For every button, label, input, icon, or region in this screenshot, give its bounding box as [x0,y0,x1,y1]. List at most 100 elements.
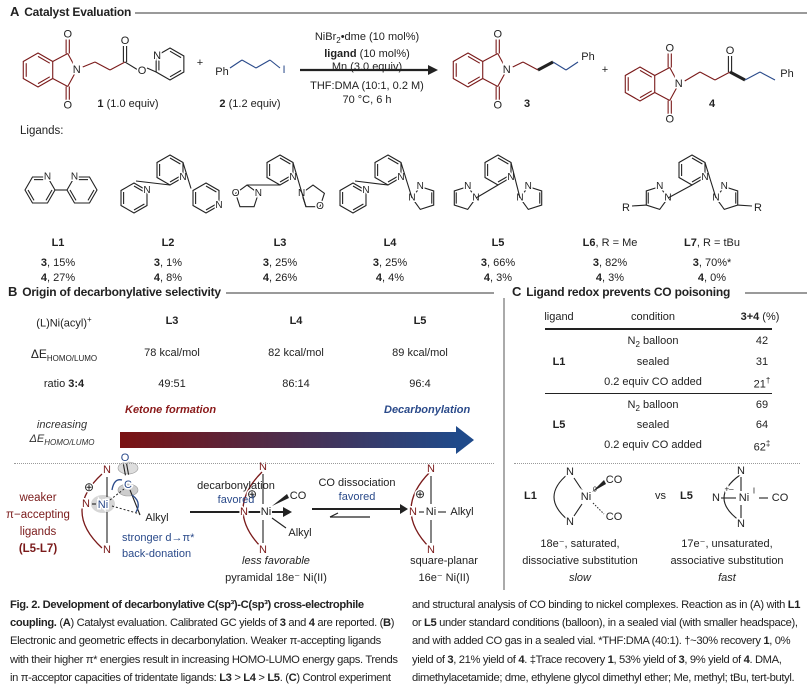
dotted-separator [514,463,800,464]
bond [482,53,498,62]
atom-label: N [675,78,683,90]
bond [292,162,307,207]
bond [67,53,78,71]
bond [169,69,182,78]
yield-value: 27% [53,272,76,284]
electron-arrow [111,479,123,491]
bond [27,189,35,201]
desc-line: pyramidal 18e⁻ Ni(II) [225,572,327,584]
caption-segment: , 53% yield of [613,653,679,666]
catalyst-text: •dme (10 mol%) [340,31,420,43]
d-orbital-lobe [91,495,115,513]
desc-line: less favorable [242,555,310,567]
bond [497,157,509,165]
bond [669,67,680,85]
bond [522,61,539,71]
bond [704,162,717,199]
desc-line: square-planar [410,555,478,567]
compound-ref: 3 [40,256,47,269]
bond [744,71,761,81]
yield-cell: 42 [756,335,768,347]
ligand-backbone [81,473,103,549]
yield-3: 3, 25% [372,256,408,269]
yield-3: 3, 66% [480,256,516,269]
atom-label: O [665,114,674,126]
bond [109,61,126,71]
col-header-ligand: ligand [544,311,574,323]
atom-label: N [408,193,415,204]
table-rule [545,328,772,330]
vs-label: vs [655,490,666,502]
compound-ref: 3 [480,256,487,269]
atom-label: O [63,100,72,112]
atom-label: N [362,185,369,196]
condition-text: sealed [636,356,670,368]
bond [229,59,243,69]
charge-icon: ⊕ [84,480,94,494]
ring [22,52,54,88]
atom-label: N [103,464,111,476]
catalyst-text: NiBr [314,31,337,43]
atom-label: N [464,181,471,192]
ligand-backbone [410,471,431,549]
ratio-bold: 3:4 [68,378,85,390]
ligand-name: L7, R = tBu [684,236,740,252]
condition-text: sealed [636,419,670,431]
atom-label: Alkyl [288,527,311,539]
yield-3: 3, 70%* [692,256,732,269]
ring [453,185,477,211]
bond [354,180,389,186]
caption-segment: L1 [787,599,801,611]
bond [45,189,53,201]
yield-value: 21 [753,378,766,391]
step-label: CO dissociation [318,477,396,489]
footnote-mark: ‡ [765,439,771,448]
ring [374,154,402,186]
ring [156,154,184,186]
bond [37,55,51,64]
atom-label: N [240,506,248,518]
atom-label: N [103,544,111,556]
caption-segment: > [255,671,268,684]
atom-label: N [737,465,745,477]
yield-value: 4% [388,272,405,284]
equiv: (1.2 equiv) [228,98,281,110]
bond [737,204,753,207]
caption-segment: > [231,671,244,684]
atom-label: O [665,43,674,55]
condition-cell: 0.2 equiv CO added [604,376,702,388]
ring [452,52,484,88]
bond [109,488,125,501]
yield-cell: 69 [756,399,768,411]
oxidation-state: I [753,487,755,496]
atom-label: O [232,188,240,199]
atom-label: Ni [739,492,749,504]
intermediate-1-desc: less favorable pyramidal 18e⁻ Ni(II) [225,553,327,587]
caption-segment: L3 [219,671,232,684]
reaction-arrow-head [428,65,438,75]
ring [155,47,185,81]
ring [300,184,326,208]
ligand-id: L7 [684,237,697,249]
bond [124,61,139,71]
caption-segment: 1 [607,653,614,666]
condition-text: N [627,335,636,347]
bond [241,59,257,69]
bond [714,71,731,81]
row-label-gap: ΔEHOMO/LUMO [31,347,97,363]
yield-4: 4, 26% [262,272,298,284]
bond [475,184,499,199]
desc-line: slow [568,572,591,584]
atom-label: O [63,29,72,41]
bond [352,185,364,193]
yield-cell: 21† [754,376,771,391]
dotted-separator [14,463,494,464]
caption-segment: ) Catalyst evaluation. Calibrated GC yie… [70,617,280,630]
ring [266,154,294,186]
compound-ref: 4 [40,272,47,284]
atom-label: N [44,172,51,183]
atom-label: CO [290,490,307,502]
atom-label: N [427,463,435,475]
